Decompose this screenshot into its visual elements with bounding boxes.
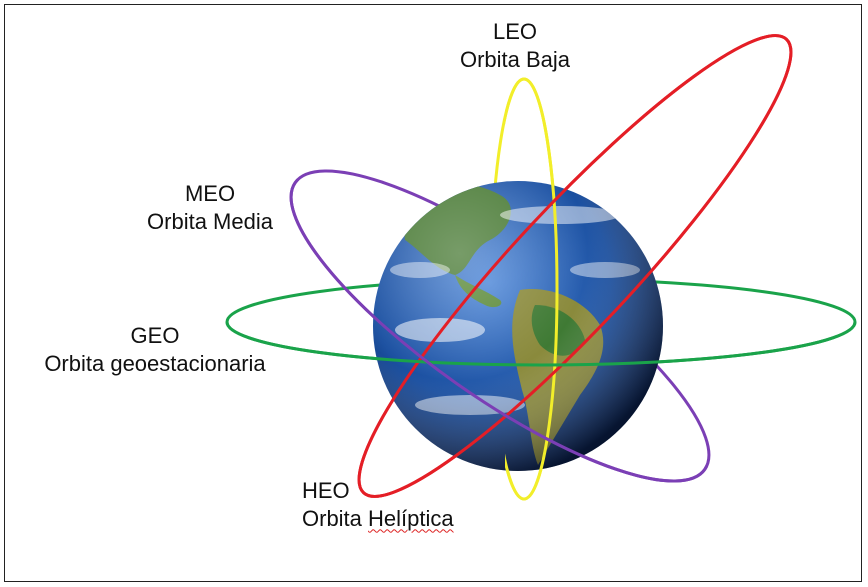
earth-globe — [373, 181, 663, 471]
geo-name: Orbita geoestacionaria — [44, 350, 266, 376]
leo-code: LEO — [492, 19, 538, 44]
leo-name: Orbita Baja — [459, 46, 571, 72]
heo-name-prefix: Orbita — [302, 505, 369, 531]
meo-code: MEO — [184, 181, 236, 206]
geo-label: GEO Orbita geoestacionaria — [10, 322, 300, 377]
heo-name: Orbita Helíptica — [302, 505, 454, 533]
leo-orbit — [505, 77, 559, 501]
geo-code: GEO — [130, 323, 180, 348]
geo-orbit — [225, 322, 857, 367]
heo-label: HEO Orbita Helíptica — [302, 477, 454, 532]
meo-name: Orbita Media — [147, 208, 273, 234]
meo-label: MEO Orbita Media — [120, 180, 300, 235]
heo-orbit — [357, 34, 793, 498]
heo-code: HEO — [302, 478, 350, 503]
leo-label: LEO Orbita Baja — [440, 18, 590, 73]
heo-name-word: Helíptica — [368, 505, 454, 531]
